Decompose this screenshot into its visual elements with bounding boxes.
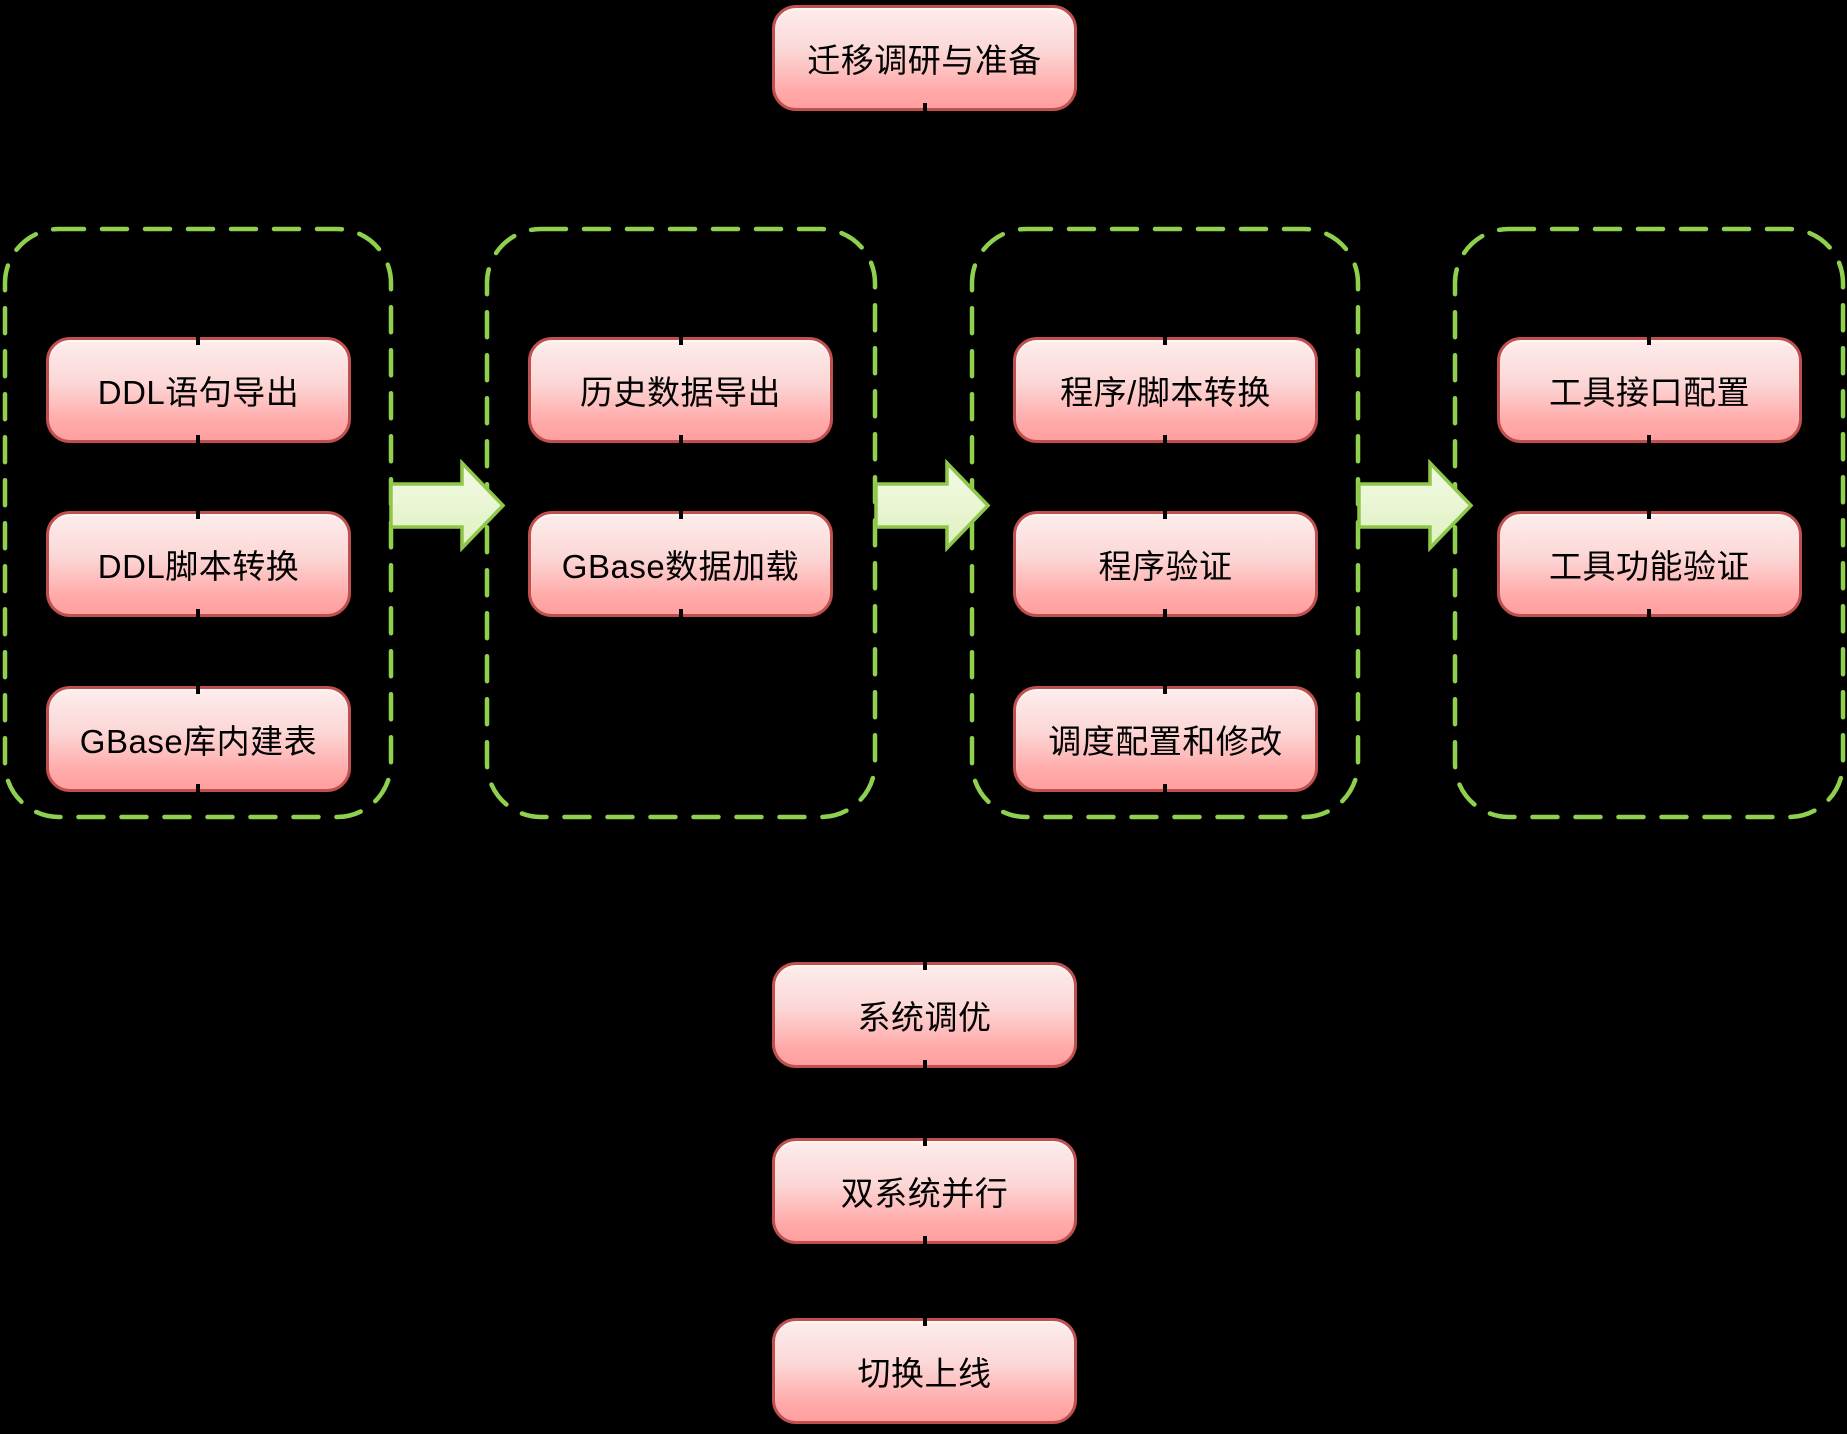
connector-stub [1163,503,1167,519]
flow-node-label: GBase库内建表 [79,723,318,760]
flow-node-label: 工具接口配置 [1549,374,1750,411]
connector-stub [923,103,927,119]
flow-node-tool-interface-config: 工具接口配置 [1497,337,1802,443]
arrow-right-icon-2 [874,458,991,553]
flow-node-migration-research: 迁移调研与准备 [772,5,1077,111]
flow-node-label: 切换上线 [857,1355,992,1392]
arrow-right-icon-3 [1357,458,1474,553]
connector-stub [1163,435,1167,451]
flow-node-label: 双系统并行 [840,1175,1009,1212]
connector-stub [1163,329,1167,345]
connector-stub [923,1060,927,1076]
flow-node-system-tuning: 系统调优 [772,962,1077,1068]
stage-4-dashed-border [1452,226,1846,820]
connector-stub [923,1236,927,1252]
flow-node-label: DDL脚本转换 [97,548,300,585]
connector-stub [196,678,200,694]
flow-node-ddl-export: DDL语句导出 [46,337,351,443]
flow-node-history-data-export: 历史数据导出 [528,337,833,443]
connector-stub [1647,329,1651,345]
connector-stub [1647,435,1651,451]
flow-node-switch-online: 切换上线 [772,1318,1077,1424]
connector-stub [679,435,683,451]
connector-stub [196,784,200,800]
flow-node-gbase-create-table: GBase库内建表 [46,686,351,792]
flow-node-label: 系统调优 [857,999,992,1036]
flow-node-program-script-convert: 程序/脚本转换 [1013,337,1318,443]
connector-stub [679,609,683,625]
flow-node-label: 程序/脚本转换 [1060,374,1271,411]
connector-stub [196,435,200,451]
connector-stub [1163,609,1167,625]
flow-node-label: DDL语句导出 [97,374,300,411]
flow-node-dual-system-parallel: 双系统并行 [772,1138,1077,1244]
flow-node-tool-function-verify: 工具功能验证 [1497,511,1802,617]
flow-node-label: 历史数据导出 [580,374,781,411]
flow-node-label: 迁移调研与准备 [807,42,1042,79]
connector-stub [196,609,200,625]
flow-node-schedule-config-modify: 调度配置和修改 [1013,686,1318,792]
connector-stub [1163,784,1167,800]
flow-node-ddl-script-convert: DDL脚本转换 [46,511,351,617]
connector-stub [196,503,200,519]
flow-node-program-verify: 程序验证 [1013,511,1318,617]
connector-stub [923,954,927,970]
connector-stub [1163,678,1167,694]
flow-node-label: 调度配置和修改 [1048,723,1283,760]
arrow-right-icon-1 [389,458,506,553]
connector-stub [1647,503,1651,519]
connector-stub [196,329,200,345]
connector-stub [923,1130,927,1146]
connector-stub [1647,609,1651,625]
flow-node-label: 工具功能验证 [1549,548,1750,585]
flow-node-label: GBase数据加载 [561,548,800,585]
flow-node-label: 程序验证 [1098,548,1233,585]
connector-stub [679,503,683,519]
connector-stub [679,329,683,345]
connector-stub [923,1310,927,1326]
flow-node-gbase-data-load: GBase数据加载 [528,511,833,617]
